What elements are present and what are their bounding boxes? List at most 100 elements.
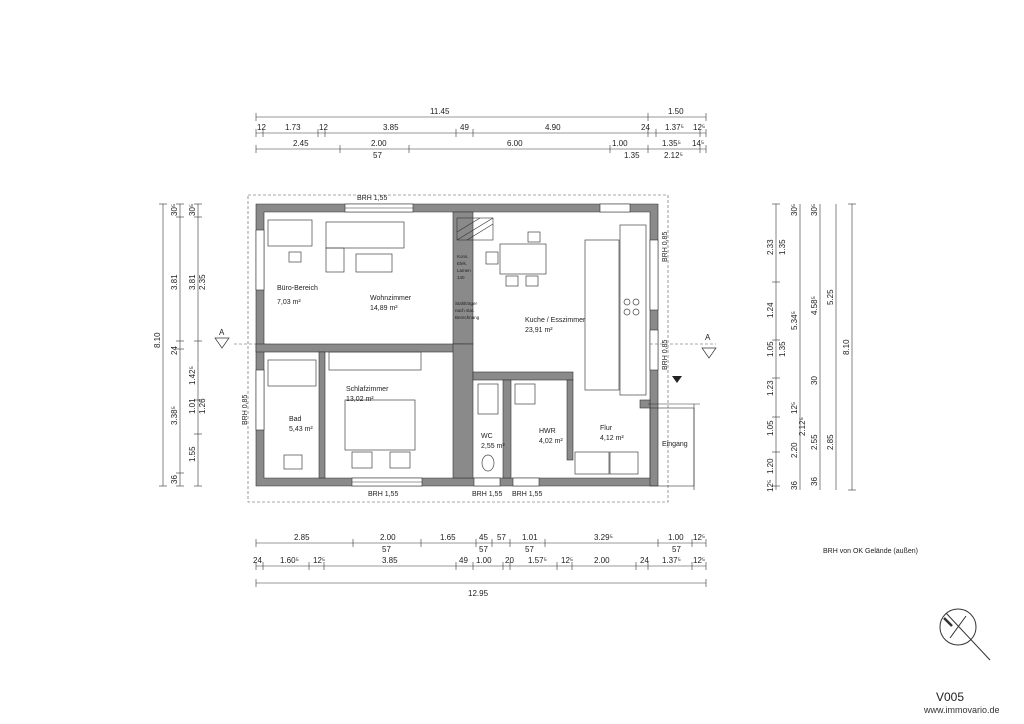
dim-b2-10: 24 (640, 556, 649, 565)
dim-b1s-1: 57 (479, 545, 488, 554)
room-flur-name: Flur (600, 425, 613, 432)
dining-table (499, 243, 547, 275)
dim-t3-4: 1.35⁵ (662, 139, 681, 148)
dim-li-4: 1.01 (188, 398, 197, 414)
dim-rm-3: 2.12⁵ (798, 417, 807, 436)
dim-b1-5: 1.01 (522, 533, 538, 542)
dim-b2-12: 12⁵ (693, 556, 705, 565)
note-schrank-2: Elek. (457, 261, 467, 266)
room-buero-name: Büro-Bereich (277, 285, 318, 292)
nightstand-2 (389, 451, 411, 469)
chair-b2 (525, 275, 539, 287)
desk (267, 219, 313, 247)
dim-left-total: 8.10 (153, 332, 162, 348)
dim-t3s-2: 2.12⁵ (664, 151, 683, 160)
dim-l-4: 36 (170, 475, 179, 484)
hob-3 (623, 308, 631, 316)
room-hwr-name: HWR (539, 428, 556, 435)
room-labels: Büro-Bereich 7,03 m² Wohnzimmer 14,89 m²… (277, 254, 688, 450)
dim-l-1: 3.81 (170, 274, 179, 290)
dim-t2-5: 4.90 (545, 123, 561, 132)
hwr-unit (514, 383, 536, 405)
window-bottom-wc (473, 477, 501, 487)
dim-t3-3: 1.00 (612, 139, 628, 148)
dim-l-0: 30⁵ (170, 204, 179, 216)
plan-code: V005 (936, 690, 965, 704)
wall-wc-top (472, 371, 574, 381)
dim-li-0: 30⁵ (188, 204, 197, 216)
shower (477, 383, 499, 415)
dim-b1s-2: 57 (525, 545, 534, 554)
dim-t3-0: 2.45 (293, 139, 309, 148)
dim-ro-1: 2.85 (826, 434, 835, 450)
north-arrow-icon (939, 608, 991, 661)
dim-b2-2: 12⁵ (313, 556, 325, 565)
room-schlaf-name: Schlafzimmer (346, 386, 389, 393)
brh-left: BRH 0,85 (242, 395, 249, 425)
wall-hwr-flur (566, 379, 574, 461)
dim-right-total: 8.10 (842, 339, 851, 355)
dim-t2-8: 12⁵ (693, 123, 705, 132)
room-kueche-area: 23,91 m² (525, 327, 553, 334)
dim-t2-3: 3.85 (383, 123, 399, 132)
window-bottom-hwr (512, 477, 540, 487)
room-hwr-area: 4,02 m² (539, 438, 563, 445)
section-label-right: A (705, 333, 711, 342)
dim-b1-4: 57 (497, 533, 506, 542)
kitchen-island (584, 239, 620, 391)
brh-labels: BRH 1,55 BRH 1,55 BRH 1,55 BRH 1,55 BRH … (242, 195, 669, 498)
hob-2 (632, 298, 640, 306)
dim-b2-4: 49 (459, 556, 468, 565)
wall-bed-wc (452, 343, 474, 479)
room-wc-name: WC (481, 433, 493, 440)
dim-b2-0: 24 (253, 556, 262, 565)
room-flur-area: 4,12 m² (600, 435, 624, 442)
brh-bottom-right: BRH 1,55 (512, 491, 542, 498)
entrance-arrow-icon (672, 376, 682, 383)
dim-ri-5: 1.23 (766, 380, 775, 396)
sofa-arm (325, 247, 345, 273)
room-wohn-area: 14,89 m² (370, 305, 398, 312)
dim-b1-3: 45 (479, 533, 488, 542)
brh-right-upper: BRH 0,85 (662, 232, 669, 262)
right-dimensions: 2.33 1.35 1.24 1.05 1.35 1.23 1.05 1.20 … (766, 203, 856, 492)
dim-li-6: 1.55 (188, 446, 197, 462)
dim-rm2-4: 36 (810, 477, 819, 486)
room-wohn-name: Wohnzimmer (370, 295, 412, 302)
watermark: www.immovario.de (924, 705, 1000, 715)
dim-b1-1: 2.00 (380, 533, 396, 542)
note-schrank-4: 140 (457, 275, 465, 280)
bottom-dimensions: 2.85 2.00 1.65 45 57 1.01 3.29⁵ 1.00 12⁵… (253, 533, 707, 598)
dim-ri-6: 1.05 (766, 420, 775, 436)
bathtub (267, 359, 317, 387)
dim-ri-0: 2.33 (766, 239, 775, 255)
dim-b2-1: 1.60⁵ (280, 556, 299, 565)
kitchen-counter (619, 224, 647, 396)
chair-b1 (505, 275, 519, 287)
building (247, 194, 700, 503)
toilet (481, 454, 495, 472)
dim-ro-0: 5.25 (826, 289, 835, 305)
dim-b2-8: 12⁵ (561, 556, 573, 565)
dim-b1-2: 1.65 (440, 533, 456, 542)
dim-b1s-0: 57 (382, 545, 391, 554)
dim-ri-8: 12⁵ (766, 480, 775, 492)
dim-t3-1: 2.00 (371, 139, 387, 148)
note-schrank-3: Lamen (457, 268, 471, 273)
chair-t (527, 231, 541, 243)
chimney-hatch (456, 217, 494, 241)
washbasin (283, 454, 303, 470)
brh-bottom-mid: BRH 1,55 (472, 491, 502, 498)
nightstand-1 (351, 451, 373, 469)
dim-t2-1: 1.73 (285, 123, 301, 132)
dim-t2-0: 12 (257, 123, 266, 132)
wall-bath-bed (318, 351, 326, 479)
brh-top: BRH 1,55 (357, 195, 387, 202)
dim-ri-7: 1.20 (766, 458, 775, 474)
wall-wc-hwr (502, 379, 512, 479)
dim-li-2: 2.35 (198, 274, 207, 290)
dim-ri-1: 1.35 (778, 239, 787, 255)
dim-t3s-0: 57 (373, 151, 382, 160)
window-top-right (599, 203, 631, 213)
